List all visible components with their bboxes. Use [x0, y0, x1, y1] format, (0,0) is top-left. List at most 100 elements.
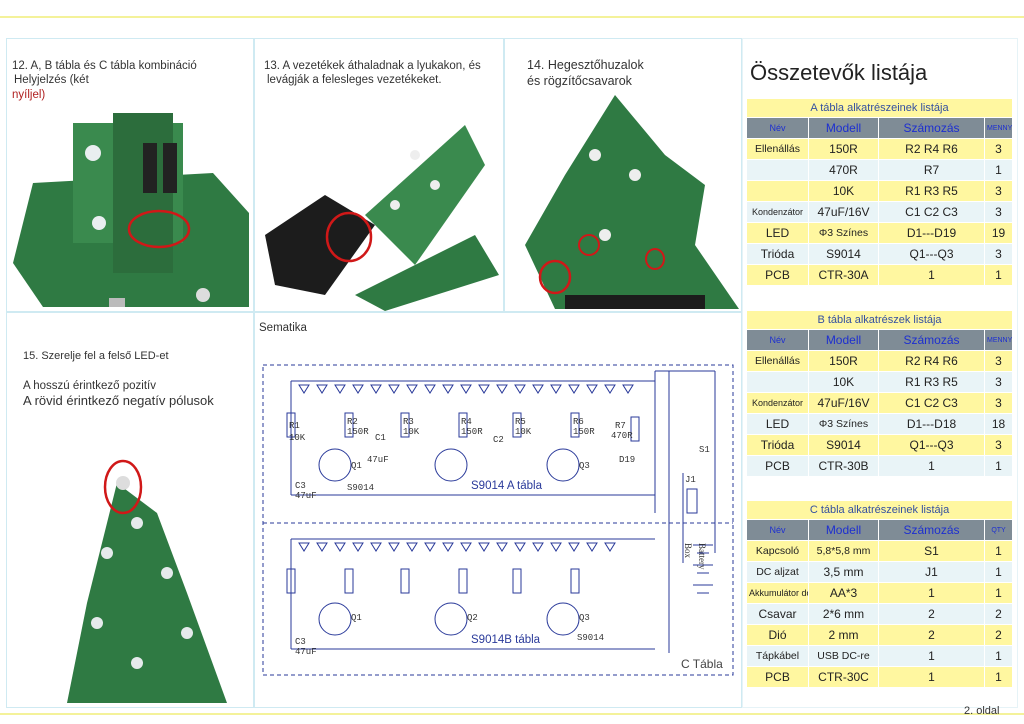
- led-symbol: [424, 542, 436, 552]
- table-c-cell: USB DC-re: [808, 645, 879, 667]
- table-c-cell: 1: [983, 540, 1014, 562]
- led-symbol: [550, 542, 562, 552]
- step-15-photo: [47, 453, 237, 705]
- table-c-cell: 2: [878, 603, 985, 625]
- step-14-caption: 14. Hegesztőhuzalok és rögzítőcsavarok: [527, 57, 644, 89]
- label-j1: J1: [685, 475, 696, 485]
- label-r1-value: 10K: [289, 433, 306, 443]
- schematic-title: Sematika: [259, 322, 307, 334]
- table-a-cell: R1 R3 R5: [878, 180, 985, 202]
- table-c-header-3: QTY: [983, 519, 1014, 541]
- table-c-cell: PCB: [746, 666, 809, 688]
- table-a-cell: 3: [984, 180, 1013, 202]
- table-c-cell: Tápkábel: [746, 645, 809, 667]
- table-c-header-0: Név: [746, 519, 809, 541]
- label-c3-value: 47uF: [295, 491, 317, 501]
- label-r2-value: 150R: [347, 427, 369, 437]
- table-a-cell: 1: [984, 264, 1013, 286]
- label-r5: R5: [515, 417, 526, 427]
- table-a-cell: [746, 180, 809, 202]
- table-a-cell: 150R: [808, 138, 879, 160]
- table-c-cell: 1: [983, 645, 1014, 667]
- led-symbol: [496, 542, 508, 552]
- table-c-cell: 2: [878, 624, 985, 646]
- led-symbol: [478, 384, 490, 394]
- table-a-cell: 47uF/16V: [808, 201, 879, 223]
- table-b-cell: PCB: [746, 455, 809, 477]
- step-15-title: 15. Szerelje fel a felső LED-et: [23, 350, 169, 362]
- table-b-cell: [746, 371, 809, 393]
- table-c-cell: J1: [878, 561, 985, 583]
- step-13-photo: [265, 105, 499, 311]
- table-a-cell: LED: [746, 222, 809, 244]
- table-c-header-2: Számozás: [878, 519, 985, 541]
- step-12-panel: 12. A, B tábla és C tábla kombináció Hel…: [6, 38, 254, 312]
- led-symbol: [586, 384, 598, 394]
- table-c-cell: 2: [983, 603, 1014, 625]
- table-b-header-2: Számozás: [878, 329, 985, 351]
- label-r4: R4: [461, 417, 472, 427]
- led-symbol: [460, 542, 472, 552]
- label-c3-b: C3: [295, 637, 306, 647]
- board-c-label: C Tábla: [681, 657, 723, 671]
- table-c-cell: 1: [983, 666, 1014, 688]
- step-14-line2: és rögzítőcsavarok: [527, 74, 632, 88]
- table-c-cell: 2: [983, 624, 1014, 646]
- table-c-cell: Csavar: [746, 603, 809, 625]
- table-c-cell: 1: [878, 666, 985, 688]
- led-symbol: [298, 384, 310, 394]
- step-12-line3: nyíljel): [12, 89, 46, 101]
- table-b-cell: Trióda: [746, 434, 809, 456]
- led-symbol: [586, 542, 598, 552]
- table-a-cell: C1 C2 C3: [878, 201, 985, 223]
- led-symbol: [388, 542, 400, 552]
- led-symbol: [316, 542, 328, 552]
- table-c-cell: S1: [878, 540, 985, 562]
- led-symbol: [532, 384, 544, 394]
- table-b-header-0: Név: [746, 329, 809, 351]
- table-b-cell: CTR-30B: [808, 455, 879, 477]
- table-c-cell: Kapcsoló: [746, 540, 809, 562]
- led-symbol: [370, 542, 382, 552]
- table-a-cell: R7: [878, 159, 985, 181]
- label-r6: R6: [573, 417, 584, 427]
- table-c-cell: DC aljzat: [746, 561, 809, 583]
- table-a-cell: 3: [984, 138, 1013, 160]
- table-a-cell: Trióda: [746, 243, 809, 265]
- led-symbol: [406, 384, 418, 394]
- table-c-cell: CTR-30C: [808, 666, 879, 688]
- label-r3-value: 10K: [403, 427, 420, 437]
- table-c-cell: 1: [983, 561, 1014, 583]
- circuit-diagram: [262, 364, 734, 676]
- led-symbol: [514, 384, 526, 394]
- table-c-cell: AA*3: [808, 582, 879, 604]
- table-b-caption: B tábla alkatrészek listája: [746, 310, 1013, 330]
- table-b-cell: R2 R4 R6: [878, 350, 985, 372]
- battery-box-label: Battery Box: [683, 543, 707, 570]
- label-r6-value: 150R: [573, 427, 595, 437]
- table-a-cell: [746, 159, 809, 181]
- top-rule: [0, 16, 1024, 18]
- table-b-cell: Φ3 Színes: [808, 413, 879, 435]
- table-b-cell: 3: [984, 434, 1013, 456]
- step-12-title: 12. A, B tábla és C tábla kombináció: [12, 60, 197, 72]
- step-12-photo: [13, 113, 249, 307]
- table-b-cell: Kondenzátor: [746, 392, 809, 414]
- page-number: 2. oldal: [964, 705, 1000, 717]
- led-symbol: [568, 384, 580, 394]
- label-c1-value: 47uF: [367, 455, 389, 465]
- step-13-caption: 13. A vezetékek áthaladnak a lyukakon, é…: [264, 59, 481, 87]
